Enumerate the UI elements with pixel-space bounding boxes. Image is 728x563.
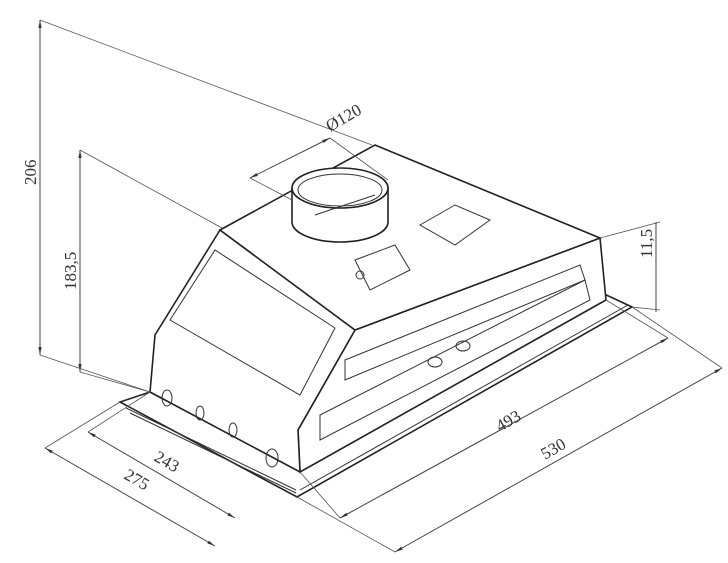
label-493: 493	[493, 406, 525, 435]
label-530: 530	[538, 434, 570, 463]
label-11-5: 11,5	[637, 229, 656, 258]
dimension-line-diameter	[249, 137, 331, 179]
extension-lines	[39, 19, 723, 553]
dimension-line-530	[394, 367, 723, 553]
duct-collar	[291, 167, 389, 243]
label-206: 206	[21, 160, 40, 186]
label-275: 275	[121, 465, 153, 494]
dimension-line-275	[44, 447, 216, 547]
label-diameter: Ø120	[323, 100, 365, 135]
label-183-5: 183,5	[61, 252, 80, 290]
